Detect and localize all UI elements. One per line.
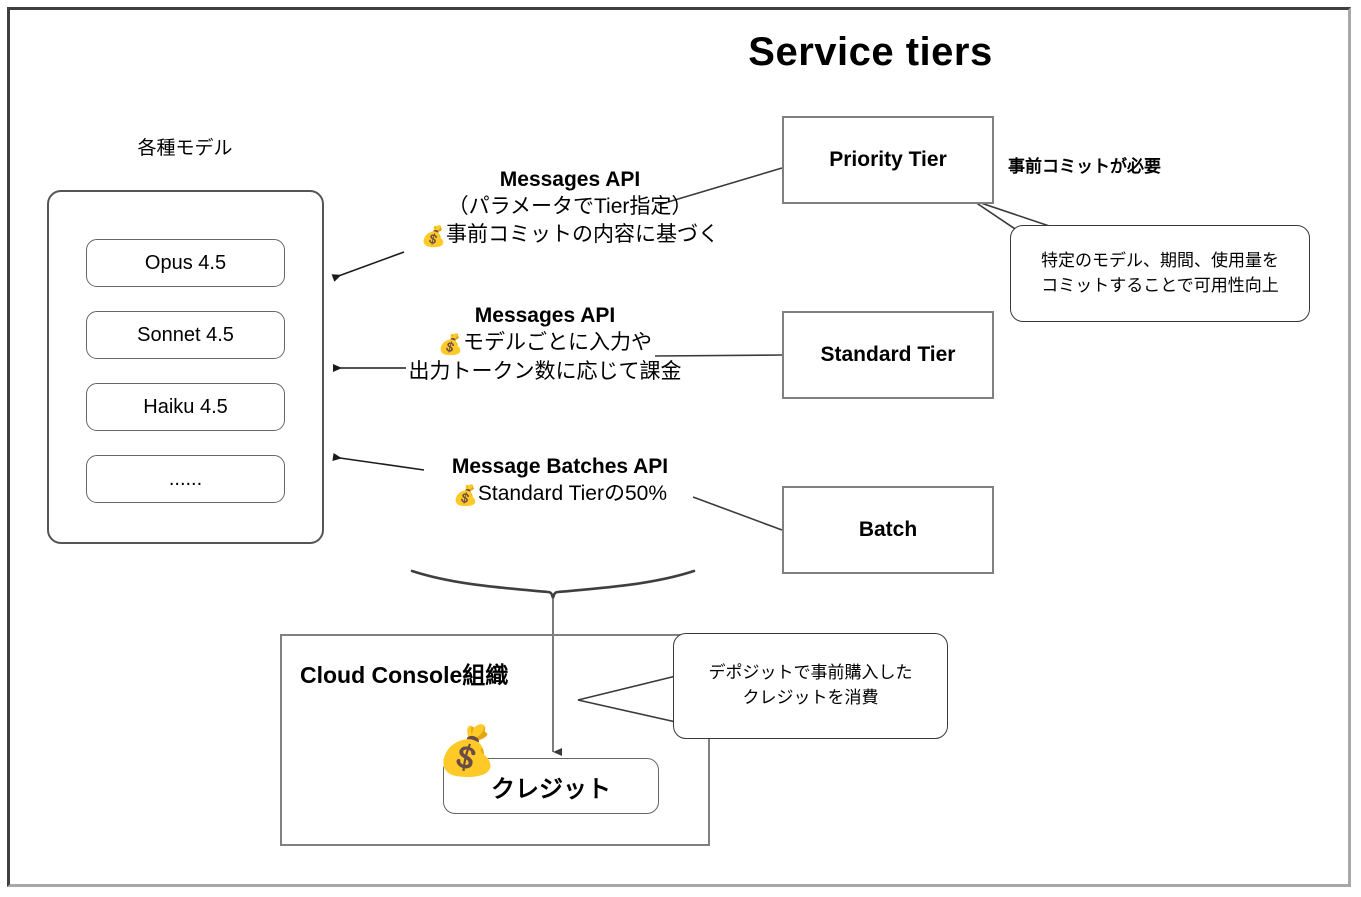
model-chip-sonnet[interactable]: Sonnet 4.5 bbox=[86, 311, 285, 359]
api-block-title: Messages API bbox=[499, 168, 641, 191]
tier-box-label: Batch bbox=[858, 518, 918, 541]
tier-box-label: Priority Tier bbox=[829, 148, 947, 171]
model-chip-opus[interactable]: Opus 4.5 bbox=[86, 239, 285, 287]
page-title: Service tiers bbox=[0, 30, 1361, 75]
tier-box-label: Standard Tier bbox=[820, 343, 956, 366]
api-block-priority: Messages API （パラメータでTier指定） 💰事前コミットの内容に基… bbox=[370, 166, 770, 250]
callout-commit-detail: 特定のモデル、期間、使用量を コミットすることで可用性向上 bbox=[1010, 225, 1310, 322]
page-title-text: Service tiers bbox=[748, 30, 993, 74]
api-block-param-note: （パラメータでTier指定） bbox=[447, 195, 693, 219]
api-block-batch: Message Batches API 💰Standard Tierの50% bbox=[400, 453, 720, 509]
model-chip-label: Opus 4.5 bbox=[144, 251, 227, 274]
api-block-pricing-note: 💰事前コミットの内容に基づく bbox=[370, 221, 770, 250]
api-block-pricing-text-b: 出力トークン数に応じて課金 bbox=[408, 360, 682, 384]
money-bag-icon: 💰 bbox=[452, 485, 478, 508]
commit-required-note: 事前コミットが必要 bbox=[1008, 157, 1161, 176]
model-chip-label: Sonnet 4.5 bbox=[137, 323, 234, 346]
model-chip-haiku[interactable]: Haiku 4.5 bbox=[86, 383, 285, 431]
api-block-pricing-note: 💰Standard Tierの50% bbox=[400, 480, 720, 509]
callout-credit-detail: デポジットで事前購入した クレジットを消費 bbox=[673, 633, 948, 739]
api-block-standard: Messages API 💰モデルごとに入力や 出力トークン数に応じて課金 bbox=[365, 302, 725, 386]
model-chip-label: ...... bbox=[168, 467, 203, 490]
models-group-label: 各種モデル bbox=[137, 138, 233, 159]
api-block-pricing-note: 💰モデルごとに入力や bbox=[365, 329, 725, 358]
cloud-console-container bbox=[280, 634, 710, 846]
callout-commit-line-1: 特定のモデル、期間、使用量を bbox=[1041, 250, 1279, 270]
api-block-pricing-text: Standard Tierの50% bbox=[477, 482, 667, 506]
api-block-title: Messages API bbox=[474, 304, 616, 327]
callout-credit-line-1: デポジットで事前購入した bbox=[708, 663, 913, 683]
tier-box-priority[interactable]: Priority Tier bbox=[782, 116, 994, 204]
credit-chip[interactable]: クレジット bbox=[443, 758, 659, 814]
cloud-console-title: Cloud Console組織 bbox=[300, 662, 509, 688]
money-bag-icon: 💰 bbox=[421, 225, 446, 248]
tier-box-batch[interactable]: Batch bbox=[782, 486, 994, 574]
model-chip-more[interactable]: ...... bbox=[86, 455, 285, 503]
api-block-title: Message Batches API bbox=[451, 455, 669, 478]
api-block-pricing-text-a: モデルごとに入力や bbox=[462, 331, 652, 355]
api-block-pricing-text: 事前コミットの内容に基づく bbox=[445, 222, 719, 246]
credit-chip-label: クレジット bbox=[491, 775, 611, 803]
model-chip-label: Haiku 4.5 bbox=[143, 395, 228, 418]
callout-commit-line-2: コミットすることで可用性向上 bbox=[1041, 275, 1279, 295]
callout-credit-line-2: クレジットを消費 bbox=[742, 688, 879, 707]
tier-box-standard[interactable]: Standard Tier bbox=[782, 311, 994, 399]
money-bag-icon: 💰 bbox=[437, 725, 497, 778]
money-bag-icon: 💰 bbox=[438, 334, 463, 357]
